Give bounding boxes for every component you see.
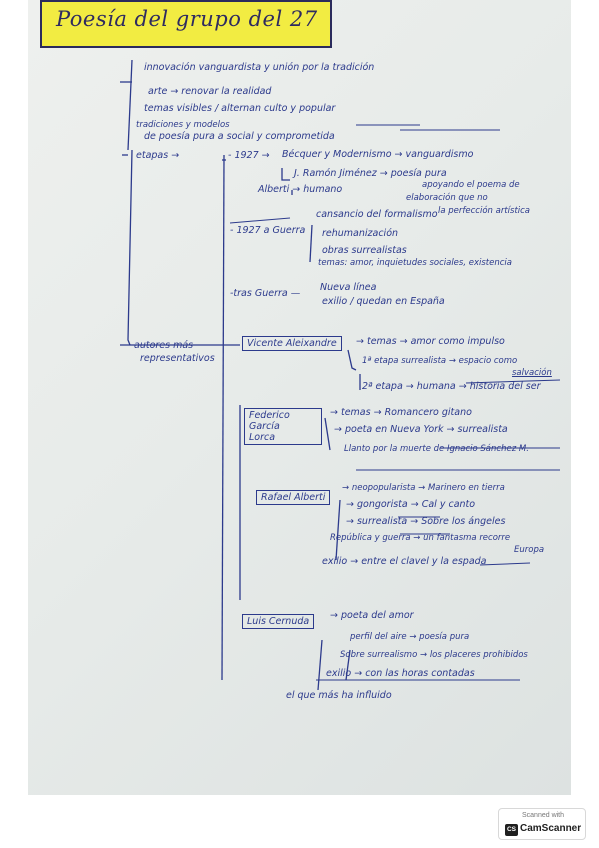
camscanner-badge: Scanned with CS CamScanner	[498, 808, 586, 840]
alberti-item-d2: Europa	[514, 545, 545, 555]
pre27-item-b: J. Ramón Jiménez → poesía pura	[294, 168, 447, 179]
pos-item-b: exilio / quedan en España	[322, 296, 445, 307]
pre27-item-c: Alberti → humano	[258, 184, 343, 195]
intro-line-2: arte → renovar la realidad	[148, 86, 272, 97]
lorca-item-b: → poeta en Nueva York → surrealista	[334, 424, 508, 435]
alberti-item-b: → gongorista → Cal y canto	[346, 499, 476, 510]
title-highlight	[40, 0, 332, 48]
lorca-name-2: Lorca	[249, 432, 276, 443]
alberti-item-d: República y guerra → un fantasma recorre	[330, 533, 511, 543]
lorca-item-a: → temas → Romancero gitano	[330, 407, 472, 418]
lorca-item-c: Llanto por la muerte de Ignacio Sánchez …	[344, 444, 529, 454]
g27-item-b: rehumanización	[322, 228, 399, 239]
author-box-cernuda: Luis Cernuda	[242, 614, 315, 629]
g27-item-c: obras surrealistas	[322, 245, 407, 256]
aleixandre-item-b2: salvación	[512, 368, 552, 378]
cernuda-item-b: perfil del aire → poesía pura	[350, 632, 470, 642]
pre27-item-a: Bécquer y Modernismo → vanguardismo	[282, 149, 474, 160]
alberti-item-a: → neopopularista → Marinero en tierra	[342, 483, 505, 493]
aleixandre-item-c: 2ª etapa → humana → historia del ser	[362, 381, 541, 392]
intro-line-4: tradiciones y modelos	[136, 120, 230, 130]
g27-item-a: cansancio del formalismo	[316, 209, 438, 220]
badge-caption: Scanned with	[521, 812, 565, 819]
aleixandre-item-b: 1ª etapa surrealista → espacio como	[362, 356, 518, 366]
badge-brand: CamScanner	[520, 823, 582, 834]
cernuda-item-a: → poeta del amor	[330, 610, 414, 621]
intro-line-5: de poesía pura a social y comprometida	[144, 131, 335, 142]
alberti-item-e: exilio → entre el clavel y la espada	[322, 556, 487, 567]
autores-label-1: autores más	[134, 340, 194, 351]
cernuda-item-d: exilio → con las horas contadas	[326, 668, 475, 679]
pre27-note-2: elaboración que no	[406, 193, 488, 203]
pre27-note-3: la perfección artística	[438, 206, 531, 216]
g27-item-d: temas: amor, inquietudes sociales, exist…	[318, 258, 512, 268]
pos-item-a: Nueva línea	[320, 282, 377, 293]
camscanner-logo-icon: CS	[505, 824, 518, 836]
author-box-alberti: Rafael Alberti	[256, 490, 331, 505]
alberti-item-c: → surrealista → Sobre los ángeles	[346, 516, 506, 527]
cernuda-item-e: el que más ha influido	[286, 690, 392, 701]
page-title: Poesía del grupo del 27	[56, 7, 318, 31]
cernuda-item-c: Sobre surrealismo → los placeres prohibi…	[340, 650, 528, 660]
author-box-aleixandre: Vicente Aleixandre	[242, 336, 342, 351]
scanned-photo	[28, 0, 571, 795]
autores-label-2: representativos	[140, 353, 215, 364]
etapas-label: etapas →	[136, 150, 180, 161]
pos-label: -tras Guerra —	[230, 288, 301, 299]
pre27-label: - 1927 →	[228, 150, 270, 161]
g27-label: - 1927 a Guerra	[230, 225, 306, 236]
pre27-note-1: apoyando el poema de	[422, 180, 520, 190]
lorca-name-1: Federico García	[249, 410, 290, 432]
intro-line-1: innovación vanguardista y unión por la t…	[144, 62, 375, 73]
aleixandre-item-a: → temas → amor como impulso	[356, 336, 505, 347]
intro-line-3: temas visibles / alternan culto y popula…	[144, 103, 336, 114]
